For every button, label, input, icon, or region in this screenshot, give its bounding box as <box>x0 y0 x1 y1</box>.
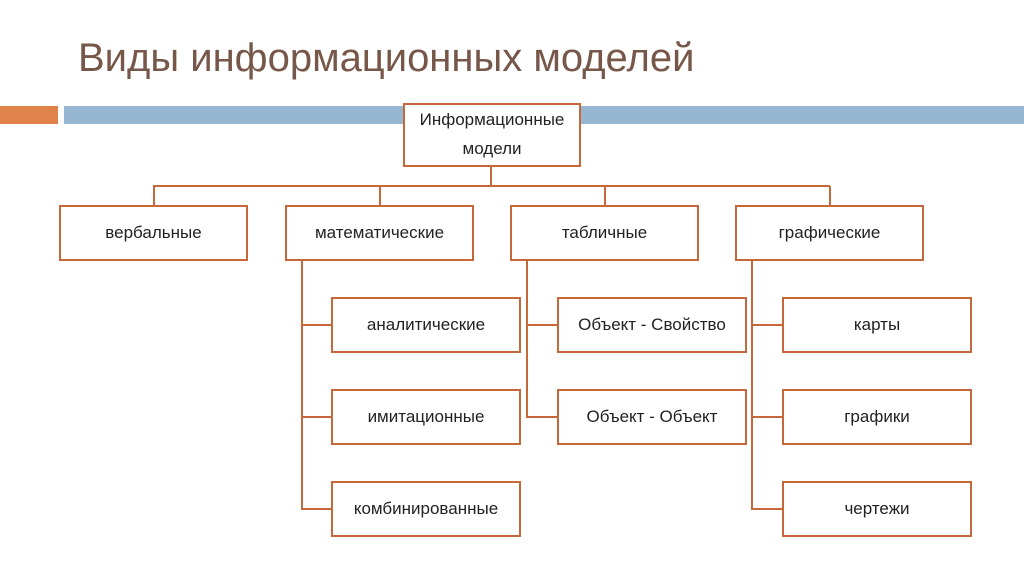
connector <box>153 185 830 187</box>
connector <box>526 324 557 326</box>
category-node: вербальные <box>59 205 248 261</box>
connector <box>301 416 331 418</box>
accent-bar-orange <box>0 106 58 124</box>
subcategory-node: Объект - Свойство <box>557 297 747 353</box>
root-node: Информационные модели <box>403 103 581 167</box>
connector <box>751 508 782 510</box>
connector <box>301 324 331 326</box>
connector <box>751 324 782 326</box>
connector <box>604 186 606 206</box>
connector <box>490 166 492 186</box>
subcategory-node: карты <box>782 297 972 353</box>
slide-title: Виды информационных моделей <box>78 36 695 80</box>
category-node: табличные <box>510 205 699 261</box>
subcategory-node: аналитические <box>331 297 521 353</box>
connector <box>751 416 782 418</box>
category-node: математические <box>285 205 474 261</box>
subcategory-node: графики <box>782 389 972 445</box>
connector <box>526 260 528 417</box>
subcategory-node: комбинированные <box>331 481 521 537</box>
connector <box>153 186 155 206</box>
connector <box>379 186 381 206</box>
connector <box>526 416 557 418</box>
subcategory-node: Объект - Объект <box>557 389 747 445</box>
connector <box>301 508 331 510</box>
category-node: графические <box>735 205 924 261</box>
connector <box>301 260 303 509</box>
connector <box>751 260 753 509</box>
subcategory-node: чертежи <box>782 481 972 537</box>
connector <box>829 186 831 206</box>
subcategory-node: имитационные <box>331 389 521 445</box>
